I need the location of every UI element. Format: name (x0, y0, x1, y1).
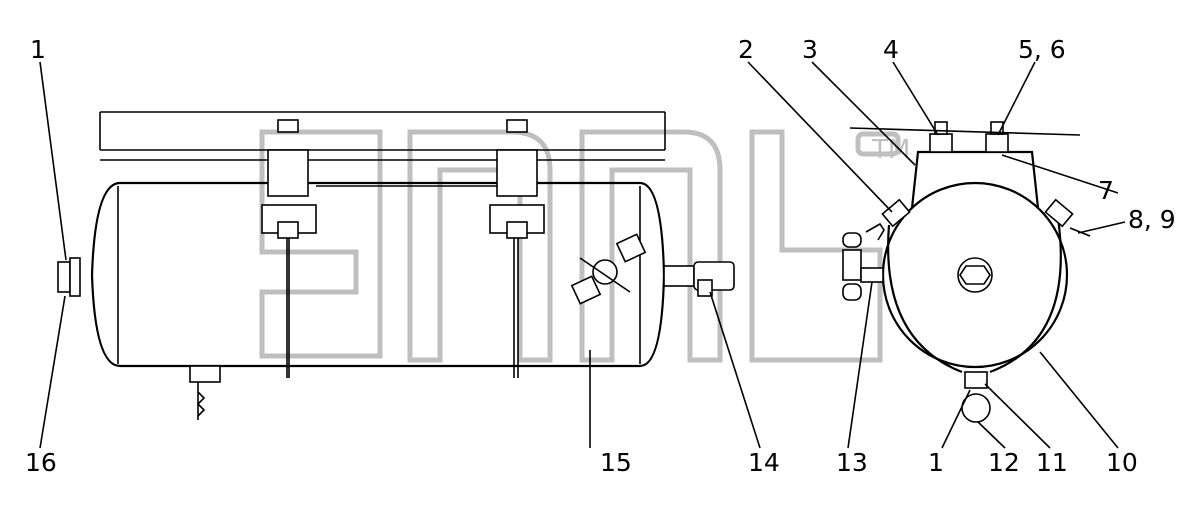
callout-3: 3 (802, 35, 818, 64)
leader-lines (39, 61, 1126, 449)
callout-1-bottom: 1 (928, 448, 944, 477)
callout-10: 10 (1106, 448, 1138, 477)
callout-5-6: 5, 6 (1018, 35, 1066, 64)
callout-12: 12 (988, 448, 1020, 477)
callout-7: 7 (1098, 176, 1114, 205)
valve-assembly (570, 233, 647, 305)
callout-8-9: 8, 9 (1128, 205, 1176, 234)
drain-valve-13 (842, 222, 885, 301)
watermark-tm: TM (871, 135, 910, 165)
mounting-strap-right (489, 119, 545, 378)
callout-13: 13 (836, 448, 868, 477)
callout-4: 4 (883, 35, 899, 64)
air-tank-end-view (849, 121, 1091, 423)
callout-16: 16 (25, 448, 57, 477)
callout-2: 2 (738, 35, 754, 64)
callout-1-top: 1 (30, 35, 46, 64)
frame-rail (99, 111, 666, 161)
callout-labels: 1 2 3 4 5, 6 7 8, 9 16 15 14 13 1 12 11 … (25, 35, 1176, 477)
watermark-logo: TM (259, 129, 910, 363)
callout-15: 15 (600, 448, 632, 477)
air-tank-side-view (57, 181, 666, 420)
callout-11: 11 (1036, 448, 1068, 477)
outlet-fitting (663, 261, 735, 297)
callout-14: 14 (748, 448, 780, 477)
mounting-strap-left (261, 119, 317, 378)
